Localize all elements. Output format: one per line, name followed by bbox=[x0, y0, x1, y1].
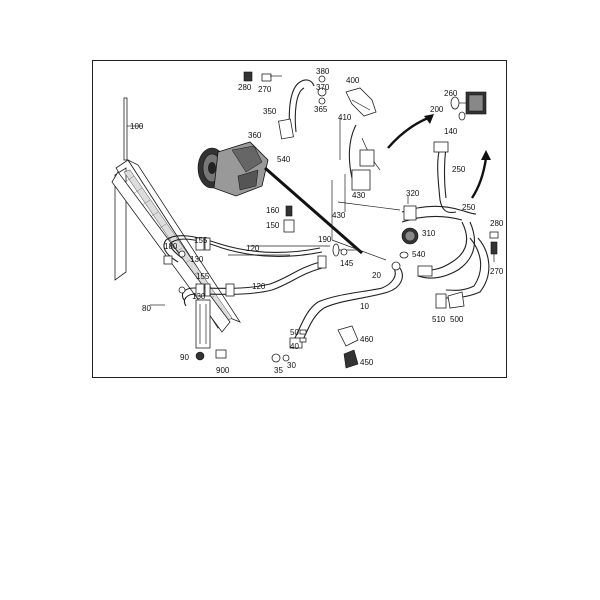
callout-80: 80 bbox=[142, 304, 151, 313]
callout-160: 160 bbox=[266, 206, 280, 215]
part-400-bracket bbox=[339, 87, 381, 191]
part-500-hose-bracket bbox=[417, 221, 490, 309]
callout-90: 90 bbox=[180, 353, 189, 362]
callout-120-lower: 120 bbox=[252, 282, 266, 291]
callout-20: 20 bbox=[372, 271, 381, 280]
callout-150: 150 bbox=[266, 221, 280, 230]
part-260-expansion-valve bbox=[450, 91, 487, 121]
callout-540-right: 540 bbox=[412, 250, 426, 259]
callout-320: 320 bbox=[406, 189, 420, 198]
part-460-450-connectors bbox=[337, 325, 359, 369]
callout-380: 380 bbox=[316, 67, 330, 76]
callout-120-upper: 120 bbox=[246, 244, 260, 253]
callout-155-upper: 155 bbox=[194, 236, 208, 245]
callout-260: 260 bbox=[444, 89, 458, 98]
callout-410: 410 bbox=[338, 113, 352, 122]
callout-510: 510 bbox=[432, 315, 446, 324]
callout-40: 40 bbox=[290, 342, 299, 351]
callout-250-right: 250 bbox=[462, 203, 476, 212]
callout-350: 350 bbox=[263, 107, 277, 116]
part-250-suction-hoses bbox=[401, 141, 477, 223]
part-compressor bbox=[197, 141, 269, 197]
part-160-150-valves bbox=[283, 205, 295, 233]
callout-450: 450 bbox=[360, 358, 374, 367]
callout-100: 100 bbox=[130, 122, 144, 131]
callout-200-top: 200 bbox=[430, 105, 444, 114]
callout-310: 310 bbox=[422, 229, 436, 238]
callout-365: 365 bbox=[314, 105, 328, 114]
part-100-rod bbox=[123, 97, 143, 161]
part-280-270-right-sensor bbox=[489, 231, 499, 262]
callout-140: 140 bbox=[444, 127, 458, 136]
callout-155-lower: 155 bbox=[196, 272, 210, 281]
callout-10: 10 bbox=[360, 302, 369, 311]
callout-130-lower: 130 bbox=[192, 292, 206, 301]
callout-460: 460 bbox=[360, 335, 374, 344]
callout-540-top: 540 bbox=[277, 155, 291, 164]
part-120-lower-line bbox=[181, 243, 340, 307]
part-190-145-seals bbox=[340, 248, 348, 256]
callout-280-right: 280 bbox=[490, 219, 504, 228]
part-10-liquid-hose bbox=[289, 261, 433, 349]
callout-labels: 100 280 270 380 370 365 400 350 410 360 … bbox=[130, 67, 504, 375]
part-280-270-sensors bbox=[243, 71, 282, 82]
part-120-upper-line bbox=[163, 235, 323, 265]
callout-30: 30 bbox=[287, 361, 296, 370]
callout-500: 500 bbox=[450, 315, 464, 324]
callout-280-top: 280 bbox=[238, 83, 252, 92]
callout-145: 145 bbox=[340, 259, 354, 268]
callout-190: 190 bbox=[318, 235, 332, 244]
callout-430-upper: 430 bbox=[352, 191, 366, 200]
callout-270-top: 270 bbox=[258, 85, 272, 94]
part-310-320-540-components bbox=[399, 196, 419, 259]
part-350-hose bbox=[278, 79, 315, 140]
callout-900: 900 bbox=[216, 366, 230, 375]
connection-arrows bbox=[387, 114, 491, 199]
callout-250-top: 250 bbox=[452, 165, 466, 174]
part-50-40-clips bbox=[299, 329, 307, 343]
part-180-155-130-fittings bbox=[178, 250, 186, 294]
callout-430-lower: 430 bbox=[332, 211, 346, 220]
callout-180: 180 bbox=[164, 242, 178, 251]
callout-370: 370 bbox=[316, 83, 330, 92]
callout-400: 400 bbox=[346, 76, 360, 85]
callout-360: 360 bbox=[248, 131, 262, 140]
callout-130-upper: 130 bbox=[190, 255, 204, 264]
part-380-370-365-seals bbox=[317, 75, 327, 105]
callout-35: 35 bbox=[274, 366, 283, 375]
callout-50: 50 bbox=[290, 328, 299, 337]
callout-270-right: 270 bbox=[490, 267, 504, 276]
part-90-900-35-30-fasteners bbox=[195, 349, 290, 363]
